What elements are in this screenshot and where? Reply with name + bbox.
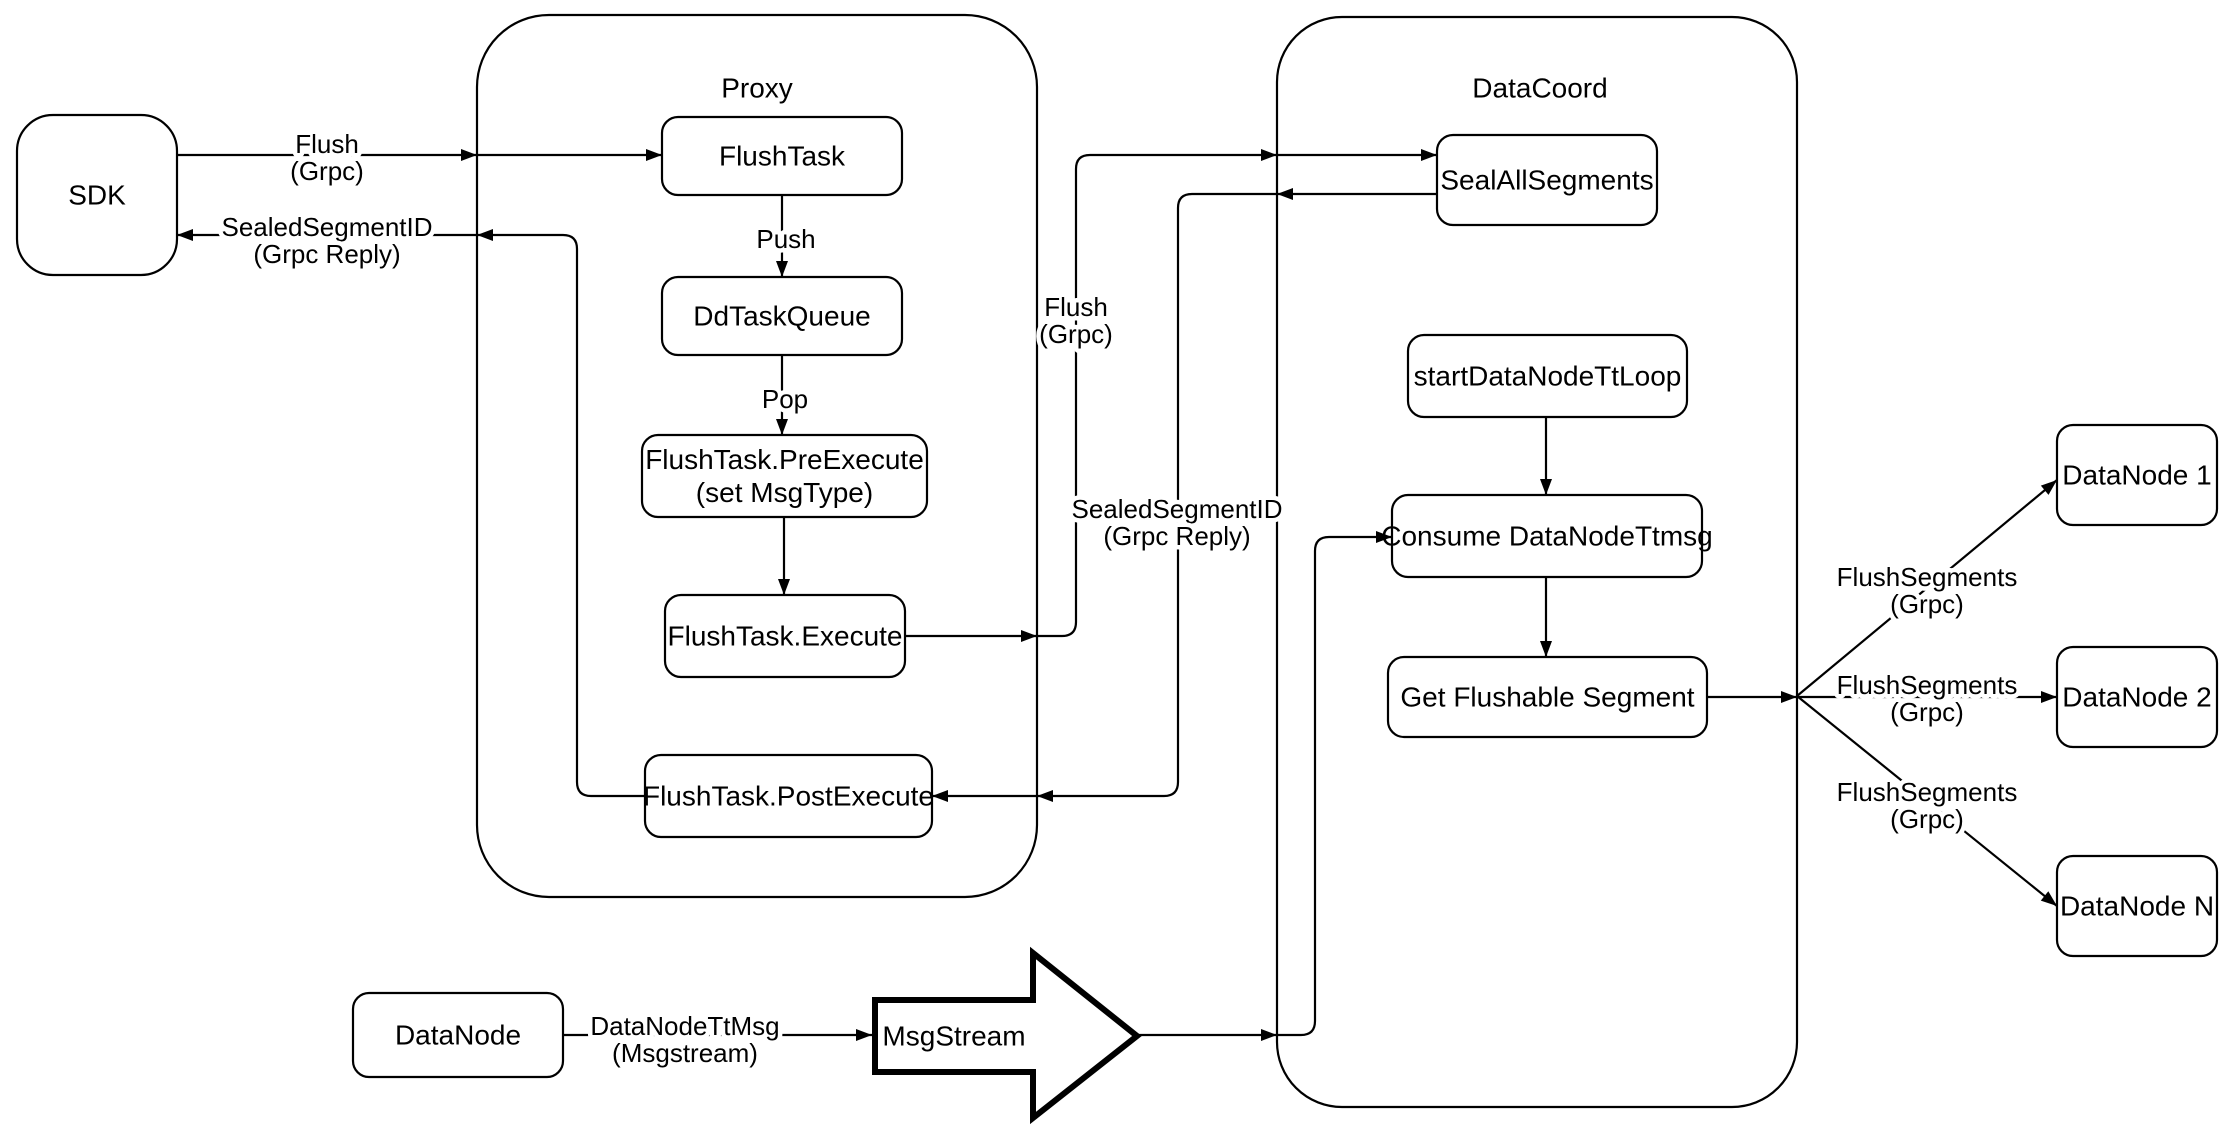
node-flushtask-preexecute (640, 433, 929, 519)
edge-label-flush-grpc-sdk: Flush(Grpc) (290, 129, 364, 186)
node-datanode-n-label: DataNode N (2060, 891, 2214, 922)
container-datacoord (1275, 15, 1799, 1109)
node-get-flushable-segment-label: Get Flushable Segment (1400, 682, 1694, 713)
node-consume-datanode-ttmsg (1390, 493, 1704, 579)
edge-label-flushsegments-grpc-1: FlushSegments(Grpc) (1837, 562, 2018, 619)
node-start-datanode-tt-loop (1406, 333, 1689, 419)
container-proxy-title: Proxy (721, 73, 793, 104)
node-datanode-2-label: DataNode 2 (2062, 682, 2211, 713)
edge-datacoord-border-to-consume (1277, 531, 1392, 1037)
edge-postexecute-to-proxy-border (477, 229, 645, 798)
edge-proxy-border-to-datacoord-border (1037, 149, 1277, 638)
edge-label-flush-grpc-datacoord: Flush(Grpc) (1039, 292, 1113, 349)
edge-label-sealedsegmentid-grpc-reply-sdk: SealedSegmentID(Grpc Reply) (221, 212, 432, 269)
node-flushtask (660, 115, 904, 197)
edge-fanpoint-to-datanode-1 (1796, 479, 2058, 697)
msgstream-label: MsgStream (882, 1021, 1025, 1052)
edge-label-sealedsegmentid-grpc-reply-datacoord: SealedSegmentID(Grpc Reply) (1071, 494, 1282, 551)
node-flushtask-label: FlushTask (719, 141, 846, 172)
edge-datacoord-border-to-proxy-border-reply (1037, 192, 1277, 802)
node-flushtask-preexecute-label: FlushTask.PreExecute(set MsgType) (645, 444, 924, 508)
node-flushtask-execute-label: FlushTask.Execute (668, 621, 903, 652)
node-flushtask-execute (663, 593, 907, 679)
node-flushtask-postexecute-label: FlushTask.PostExecute (643, 781, 934, 812)
node-datanode-1 (2055, 423, 2219, 527)
node-flushtask-postexecute (643, 753, 934, 839)
node-datanode (351, 991, 565, 1079)
node-datanode-2 (2055, 645, 2219, 749)
edge-label-push: Push (756, 224, 815, 254)
node-get-flushable-segment (1386, 655, 1709, 739)
node-datanode-1-label: DataNode 1 (2062, 460, 2211, 491)
node-seal-all-segments-label: SealAllSegments (1440, 165, 1653, 196)
node-consume-datanode-ttmsg-label: Consume DataNodeTtmsg (1381, 521, 1712, 552)
container-proxy (475, 13, 1039, 899)
node-seal-all-segments (1435, 133, 1659, 227)
node-ddtaskqueue (660, 275, 904, 357)
edge-label-datanodettmsg-msgstream: DataNodeTtMsg(Msgstream) (590, 1011, 779, 1068)
edge-fanpoint-to-datanode-n (1796, 695, 2058, 907)
node-sdk-label: SDK (68, 180, 126, 211)
edge-label-flushsegments-grpc-2: FlushSegments(Grpc) (1837, 670, 2018, 727)
edge-label-pop: Pop (762, 384, 808, 414)
edge-label-flushsegments-grpc-n: FlushSegments(Grpc) (1837, 777, 2018, 834)
node-ddtaskqueue-label: DdTaskQueue (693, 301, 870, 332)
node-start-datanode-tt-loop-label: startDataNodeTtLoop (1414, 361, 1682, 392)
container-datacoord-title: DataCoord (1472, 73, 1607, 104)
msgstream-arrow-shape (872, 946, 1142, 1125)
node-datanode-n (2055, 854, 2219, 958)
node-datanode-label: DataNode (395, 1020, 521, 1051)
node-sdk (15, 113, 179, 277)
